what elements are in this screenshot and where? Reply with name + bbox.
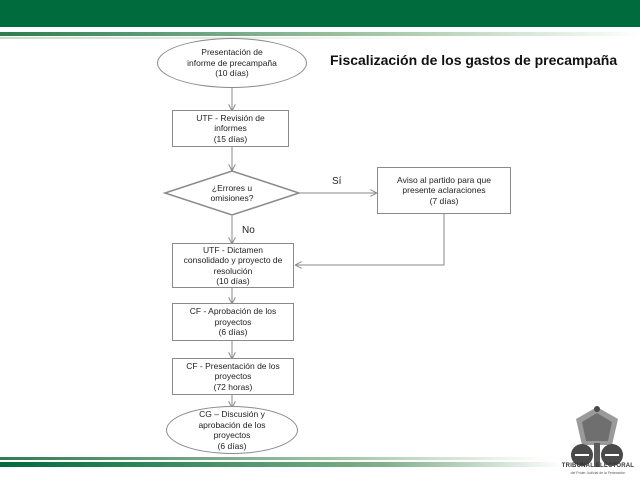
tribunal-logo-icon bbox=[571, 406, 623, 467]
footer-band bbox=[0, 462, 640, 467]
decision-diamond bbox=[162, 170, 302, 216]
logo-title: TRIBUNAL ELECTORAL bbox=[561, 463, 635, 469]
arrow-n4-n5 bbox=[296, 214, 445, 265]
banner-gap bbox=[0, 27, 640, 32]
top-banner bbox=[0, 0, 640, 27]
logo-subtitle: del Poder Judicial de la Federación bbox=[570, 471, 626, 475]
page-title: Fiscalización de los gastos de precampañ… bbox=[330, 52, 618, 68]
banner-stripe bbox=[0, 32, 640, 36]
banner-stripe-thin bbox=[0, 37, 640, 39]
yes-label: Sí bbox=[332, 176, 342, 187]
footer-stripe bbox=[0, 457, 640, 460]
no-label: No bbox=[242, 225, 255, 236]
